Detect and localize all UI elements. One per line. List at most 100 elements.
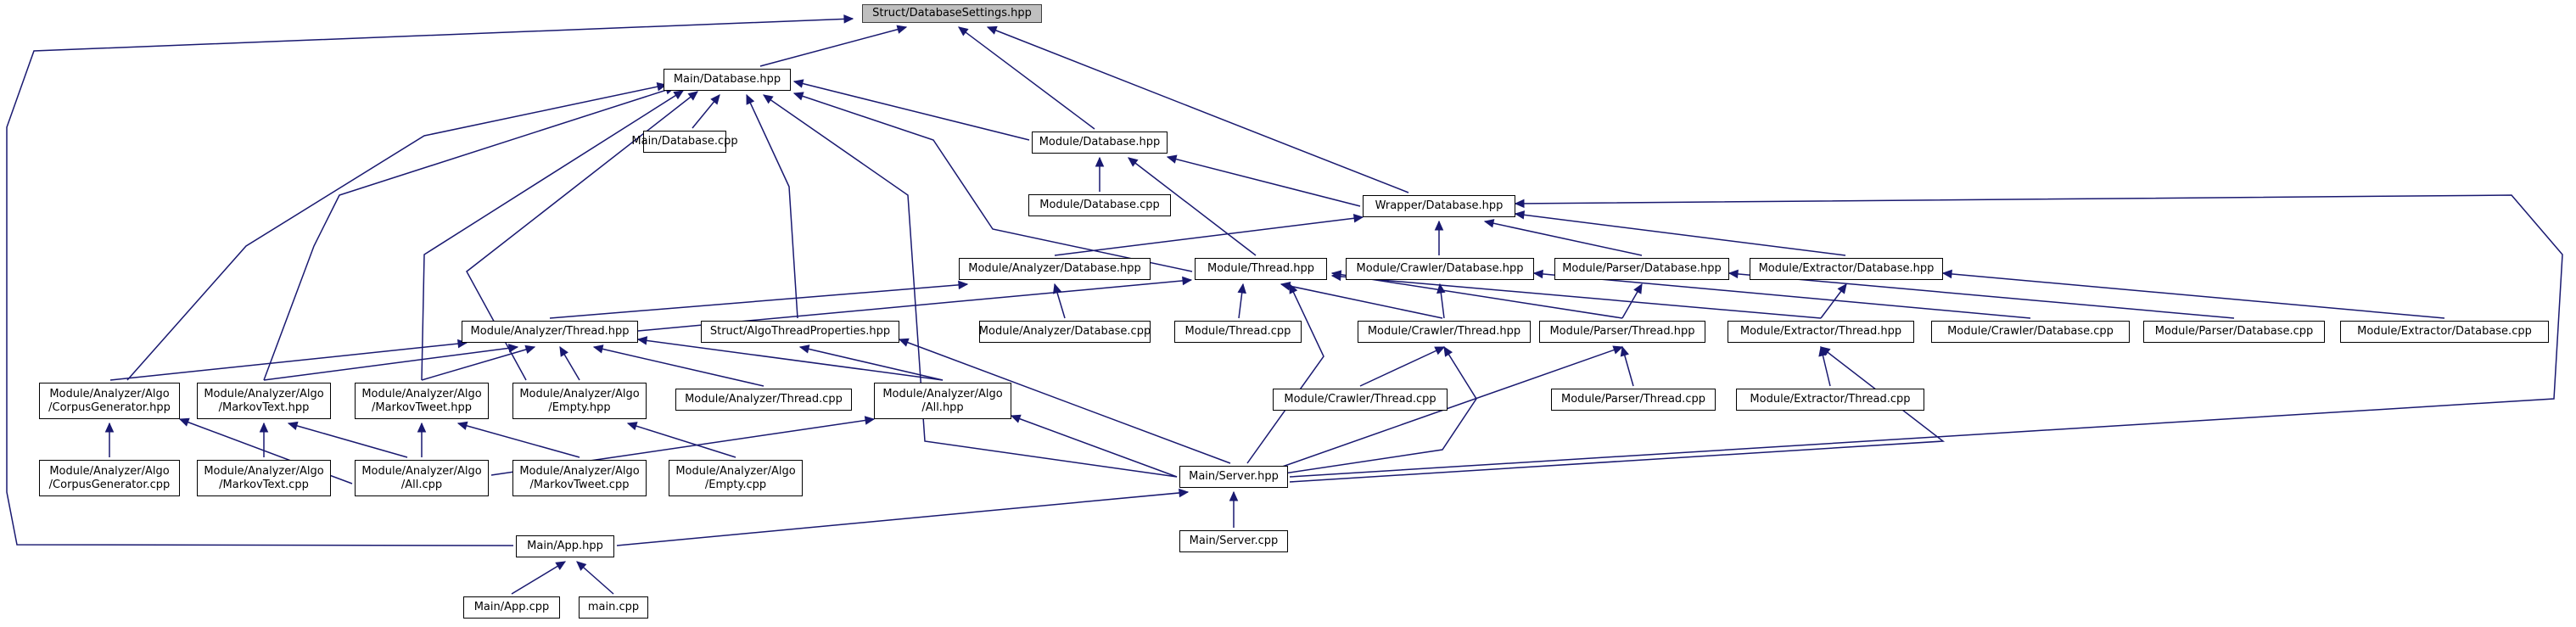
edge-arrowhead — [1728, 269, 1739, 279]
node-mod-thread[interactable]: Module/Thread.hpp — [1195, 258, 1327, 280]
node-label: Module/Parser/Thread.cpp — [1561, 393, 1705, 406]
edge-arrowhead — [746, 93, 755, 105]
edge-arrowhead — [1820, 346, 1831, 356]
edge-arrowhead — [898, 338, 910, 347]
node-empty-cpp[interactable]: Module/Analyzer/Algo/Empty.cpp — [669, 460, 803, 496]
edge-mod_db-to-wrap_db — [1166, 154, 1361, 207]
node-mod-pa-db[interactable]: Module/Parser/Database.hpp — [1554, 258, 1729, 280]
node-mod-an-thread[interactable]: Module/Analyzer/Thread.hpp — [462, 321, 638, 343]
edge-arrowhead — [1179, 488, 1190, 498]
node-mod-an-db[interactable]: Module/Analyzer/Database.hpp — [959, 258, 1151, 280]
node-mod-an-db-cpp[interactable]: Module/Analyzer/Database.cpp — [979, 321, 1151, 343]
edge-main_app-to-main_app_cpp — [511, 561, 567, 595]
node-label: Main/Server.cpp — [1189, 535, 1279, 547]
edge-mod_an_thread-to-all_hpp — [636, 336, 944, 381]
node-mod-pa-thread[interactable]: Module/Parser/Thread.hpp — [1539, 321, 1705, 343]
node-label: Module/Parser/Database.hpp — [1562, 262, 1722, 275]
node-main-db[interactable]: Main/Database.hpp — [664, 69, 791, 91]
edge-line — [1289, 194, 2563, 478]
edge-line — [1054, 216, 1364, 256]
node-main-cpp[interactable]: main.cpp — [579, 596, 648, 619]
node-ex-thread-cpp[interactable]: Module/Extractor/Thread.cpp — [1736, 389, 1924, 411]
edge-line — [637, 339, 944, 381]
node-corpus-hpp[interactable]: Module/Analyzer/Algo/CorpusGenerator.hpp — [39, 383, 180, 419]
edge-line — [1167, 156, 1361, 207]
node-empty-hpp[interactable]: Module/Analyzer/Algo/Empty.hpp — [512, 383, 647, 419]
node-mod-cr-db[interactable]: Module/Crawler/Database.hpp — [1346, 258, 1534, 280]
edge-arrowhead — [178, 417, 190, 427]
edge-line — [1011, 415, 1178, 478]
edge-markovtext_hpp-to-all_cpp — [287, 421, 408, 458]
node-mod-cr-thread[interactable]: Module/Crawler/Thread.hpp — [1358, 321, 1531, 343]
node-all-hpp[interactable]: Module/Analyzer/Algo/All.hpp — [874, 383, 1011, 419]
edge-arrowhead — [1182, 276, 1193, 286]
node-mod-ex-db[interactable]: Module/Extractor/Database.hpp — [1750, 258, 1943, 280]
node-main-server[interactable]: Main/Server.hpp — [1179, 466, 1288, 488]
node-main-server-cpp[interactable]: Main/Server.cpp — [1179, 530, 1288, 552]
edge-markovtext_hpp-to-markovtext_cpp — [259, 422, 269, 457]
edge-arrowhead — [626, 422, 638, 431]
node-label: Module/Analyzer/Database.hpp — [968, 262, 1141, 275]
edge-arrowhead — [864, 416, 876, 425]
node-mod-db[interactable]: Module/Database.hpp — [1032, 132, 1168, 154]
node-main-app[interactable]: Main/App.hpp — [516, 535, 614, 557]
edge-arrowhead — [1612, 345, 1624, 355]
edge-arrowhead — [896, 25, 908, 34]
node-markovtweet-cpp[interactable]: Module/Analyzer/Algo/MarkovTweet.cpp — [512, 460, 647, 496]
edge-mod_thread-to-mod_thread_cpp — [1237, 283, 1246, 319]
node-markovtext-hpp[interactable]: Module/Analyzer/Algo/MarkovText.hpp — [197, 383, 331, 419]
edge-mod_cr_db-to-mod_cr_thread — [1436, 283, 1446, 319]
node-label: Module/Analyzer/Algo — [204, 464, 324, 478]
node-label: /All.hpp — [921, 400, 964, 414]
node-all-cpp[interactable]: Module/Analyzer/Algo/All.cpp — [355, 460, 489, 496]
edge-mod_an_db-to-mod_an_thread — [549, 280, 969, 319]
node-mod-thread-cpp[interactable]: Module/Thread.cpp — [1174, 321, 1302, 343]
edge-arrowhead — [1128, 157, 1139, 167]
edge-arrowhead — [792, 79, 804, 88]
edge-main_db-to-markovtweet_hpp — [421, 90, 685, 381]
node-algo-props[interactable]: Struct/AlgoThreadProperties.hpp — [701, 321, 899, 343]
node-pa-thread-cpp[interactable]: Module/Parser/Thread.cpp — [1551, 389, 1716, 411]
edge-root-to-main_db — [759, 25, 908, 67]
edge-arrowhead — [259, 422, 269, 433]
node-main-app-cpp[interactable]: Main/App.cpp — [463, 596, 560, 619]
edge-line — [1728, 272, 2235, 319]
node-label: Module/Analyzer/Database.cpp — [978, 325, 1151, 338]
node-wrap-db[interactable]: Wrapper/Database.hpp — [1363, 195, 1515, 217]
node-root: Struct/DatabaseSettings.hpp — [862, 4, 1042, 23]
node-mod-pa-db-cpp[interactable]: Module/Parser/Database.cpp — [2143, 321, 2325, 343]
node-corpus-cpp[interactable]: Module/Analyzer/Algo/CorpusGenerator.cpp — [39, 460, 180, 496]
node-label: /CorpusGenerator.cpp — [48, 478, 171, 491]
edge-arrowhead — [958, 280, 969, 290]
node-main-db-cpp[interactable]: Main/Database.cpp — [631, 131, 738, 153]
edge-wrap_db-to-mod_ex_db — [1514, 210, 1846, 256]
edge-arrowhead — [1941, 269, 1952, 279]
edge-wrap_db-to-mod_an_db — [1054, 214, 1364, 256]
node-mod-ex-db-cpp[interactable]: Module/Extractor/Database.cpp — [2340, 321, 2549, 343]
edge-corpus_hpp-to-corpus_cpp — [104, 422, 115, 457]
node-label: Module/Analyzer/Algo — [49, 387, 170, 400]
edge-main_db-to-mod_thread — [792, 92, 1193, 272]
edge-markovtweet_hpp-to-all_cpp — [417, 422, 427, 457]
node-cr-thread-cpp[interactable]: Module/Crawler/Thread.cpp — [1273, 389, 1448, 411]
node-mod-db-cpp[interactable]: Module/Database.cpp — [1028, 194, 1171, 216]
node-markovtweet-hpp[interactable]: Module/Analyzer/Algo/MarkovTweet.hpp — [355, 383, 489, 419]
edge-arrowhead — [798, 344, 810, 354]
node-an-thread-cpp[interactable]: Module/Analyzer/Thread.cpp — [675, 389, 852, 411]
edge-mod_pa_db-to-mod_pa_db_cpp — [1728, 269, 2235, 319]
node-mod-ex-thread[interactable]: Module/Extractor/Thread.hpp — [1728, 321, 1914, 343]
edge-line — [288, 423, 408, 458]
edge-line — [1289, 346, 1946, 483]
node-markovtext-cpp[interactable]: Module/Analyzer/Algo/MarkovText.cpp — [197, 460, 331, 496]
node-label: Module/Analyzer/Algo — [675, 464, 796, 478]
edge-line — [899, 339, 1231, 464]
edge-line — [1359, 346, 1445, 387]
node-label: /MarkovText.cpp — [219, 478, 309, 491]
node-mod-cr-db-cpp[interactable]: Module/Crawler/Database.cpp — [1931, 321, 2130, 343]
edge-line — [1331, 275, 1822, 319]
edge-wrap_db-to-mod_cr_db — [1434, 220, 1444, 255]
node-label: Main/Server.hpp — [1189, 470, 1279, 483]
node-label: Module/Analyzer/Algo — [519, 464, 640, 478]
edge-mod_thread-to-mod_ex_thread — [1330, 272, 1822, 319]
edge-arrowhead — [1483, 219, 1495, 228]
